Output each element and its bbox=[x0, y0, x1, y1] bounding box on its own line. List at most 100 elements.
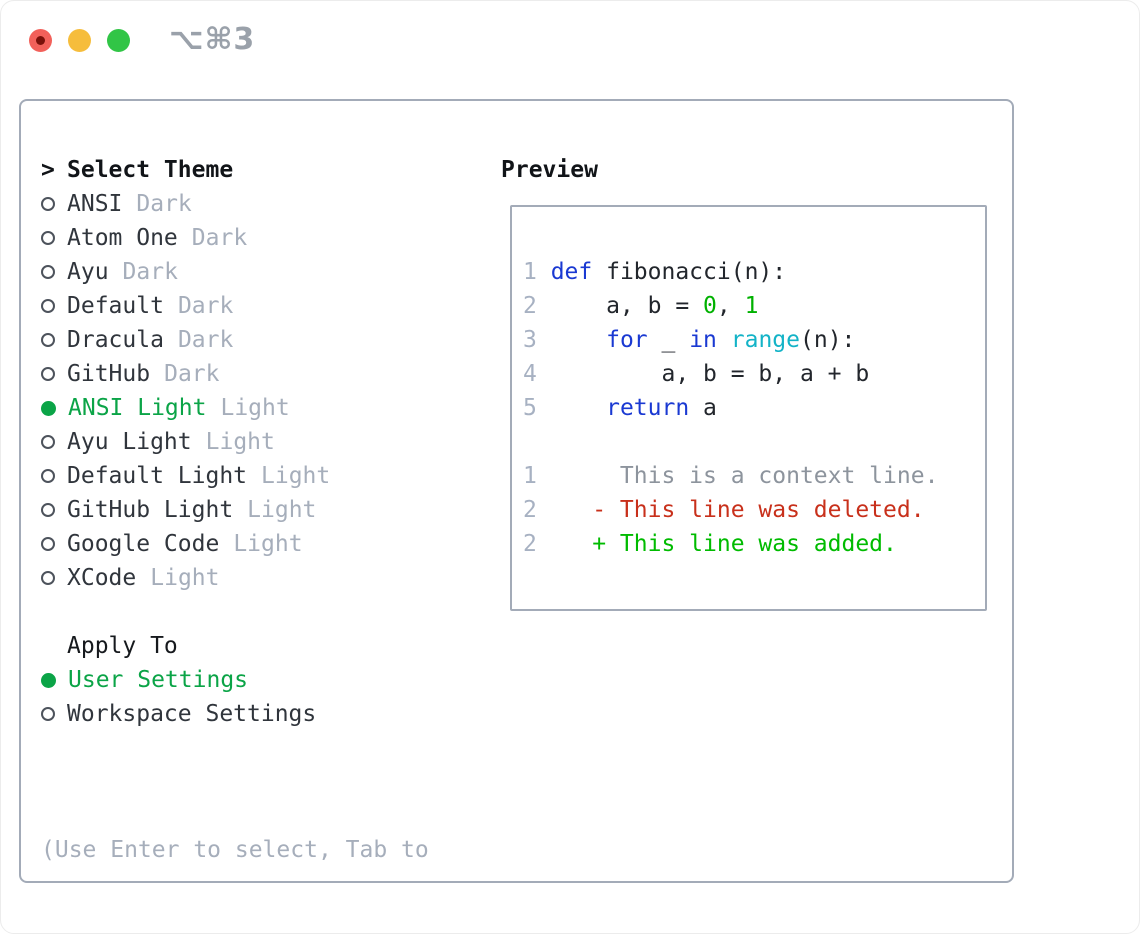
option-label: Default bbox=[67, 293, 164, 319]
diff-line: 1 This is a context line. bbox=[523, 459, 985, 493]
option-label: Default Light bbox=[67, 463, 248, 489]
theme-variant-badge: Light bbox=[205, 429, 275, 455]
close-dot-icon bbox=[36, 36, 45, 45]
line-number: 1 bbox=[523, 259, 537, 285]
radio-icon bbox=[41, 707, 55, 721]
theme-option-github[interactable]: GitHub Dark bbox=[41, 357, 491, 391]
code-line: 3 for _ in range(n): bbox=[523, 323, 985, 357]
option-label: User Settings bbox=[68, 667, 249, 693]
theme-option-default-light[interactable]: Default Light Light bbox=[41, 459, 491, 493]
radio-icon bbox=[41, 333, 55, 347]
line-number: 5 bbox=[523, 395, 537, 421]
theme-list-title: Select Theme bbox=[67, 157, 234, 183]
diff-line: 2 - This line was deleted. bbox=[523, 493, 985, 527]
preview-header: Preview bbox=[501, 153, 598, 187]
option-label: ANSI bbox=[67, 191, 123, 217]
radio-icon bbox=[41, 265, 55, 279]
code-segment-literal: 1 bbox=[744, 293, 759, 319]
theme-variant-badge: Dark bbox=[191, 225, 248, 251]
line-number: 4 bbox=[523, 361, 537, 387]
code-line: 4 a, b = b, a + b bbox=[523, 357, 985, 391]
theme-option-ayu[interactable]: Ayu Dark bbox=[41, 255, 491, 289]
minimize-button[interactable] bbox=[68, 29, 91, 52]
option-label: Ayu Light bbox=[67, 429, 192, 455]
radio-icon bbox=[41, 435, 55, 449]
code-segment-context: This is a context line. bbox=[536, 463, 939, 489]
theme-variant-badge: Dark bbox=[122, 259, 178, 285]
code-segment-keyword: in bbox=[689, 327, 717, 353]
option-label: Dracula bbox=[67, 327, 164, 353]
theme-variant-badge: Light bbox=[261, 463, 331, 489]
code-segment-function: range bbox=[730, 327, 800, 353]
help-hint: (Use Enter to select, Tab to change focu… bbox=[41, 765, 491, 933]
help-hint-line1: (Use Enter to select, Tab to bbox=[41, 837, 429, 863]
titlebar: ⌥⌘3 bbox=[1, 1, 1139, 77]
theme-variant-badge: Light bbox=[233, 531, 303, 557]
radio-selected-icon bbox=[41, 400, 56, 416]
line-number: 1 bbox=[523, 463, 537, 489]
option-label: Google Code bbox=[67, 531, 220, 557]
theme-option-xcode[interactable]: XCode Light bbox=[41, 561, 491, 595]
option-label: ANSI Light bbox=[68, 395, 207, 421]
code-segment-plain bbox=[717, 327, 731, 353]
apply-option-workspace-settings[interactable]: Workspace Settings bbox=[41, 697, 491, 731]
focus-caret-icon: > bbox=[41, 157, 55, 183]
theme-variant-badge: Dark bbox=[164, 361, 220, 387]
radio-icon bbox=[41, 537, 55, 551]
diff-line: 2 + This line was added. bbox=[523, 527, 985, 561]
theme-option-dracula[interactable]: Dracula Dark bbox=[41, 323, 491, 357]
window-title: ⌥⌘3 bbox=[169, 22, 256, 57]
radio-icon bbox=[41, 503, 55, 517]
theme-variant-badge: Dark bbox=[177, 293, 234, 319]
window-controls bbox=[29, 29, 130, 52]
option-label: Ayu bbox=[67, 259, 109, 285]
code-segment-plain: , bbox=[716, 293, 745, 319]
theme-variant-badge: Dark bbox=[136, 191, 192, 217]
code-segment-deleted: - This line was deleted. bbox=[536, 497, 925, 523]
code-segment-plain: a bbox=[689, 395, 717, 421]
code-segment-plain: (n): bbox=[800, 327, 856, 353]
code-line: 5 return a bbox=[523, 391, 985, 425]
theme-variant-badge: Dark bbox=[177, 327, 234, 353]
line-number: 3 bbox=[523, 327, 537, 353]
apply-to-title: Apply To bbox=[67, 633, 178, 659]
theme-option-github-light[interactable]: GitHub Light Light bbox=[41, 493, 491, 527]
theme-option-ayu-light[interactable]: Ayu Light Light bbox=[41, 425, 491, 459]
code-segment-plain bbox=[537, 395, 606, 421]
line-number: 2 bbox=[523, 531, 537, 557]
theme-option-ansi[interactable]: ANSI Dark bbox=[41, 187, 491, 221]
code-segment-plain bbox=[537, 327, 606, 353]
blank-line bbox=[523, 425, 985, 459]
radio-icon bbox=[41, 299, 55, 313]
option-label: Workspace Settings bbox=[67, 701, 317, 727]
apply-to-header: Apply To bbox=[41, 629, 491, 663]
option-label: GitHub Light bbox=[67, 497, 234, 523]
close-button[interactable] bbox=[29, 29, 52, 52]
preview-title: Preview bbox=[501, 157, 598, 183]
code-line: 1 def fibonacci(n): bbox=[523, 255, 985, 289]
line-number: 2 bbox=[523, 293, 537, 319]
radio-icon bbox=[41, 197, 55, 211]
theme-variant-badge: Light bbox=[150, 565, 220, 591]
option-label: XCode bbox=[67, 565, 137, 591]
theme-variant-badge: Light bbox=[247, 497, 317, 523]
theme-option-google-code[interactable]: Google Code Light bbox=[41, 527, 491, 561]
theme-option-default[interactable]: Default Dark bbox=[41, 289, 491, 323]
radio-icon bbox=[41, 367, 55, 381]
apply-option-user-settings[interactable]: User Settings bbox=[41, 663, 491, 697]
code-segment-keyword: def bbox=[550, 259, 593, 285]
radio-icon bbox=[41, 469, 55, 483]
radio-icon bbox=[41, 571, 55, 585]
code-segment-plain: fibonacci(n): bbox=[592, 259, 787, 285]
code-segment-keyword: for bbox=[606, 327, 648, 353]
code-segment-plain: a, b = bbox=[536, 293, 704, 319]
maximize-button[interactable] bbox=[107, 29, 130, 52]
option-label: GitHub bbox=[67, 361, 151, 387]
